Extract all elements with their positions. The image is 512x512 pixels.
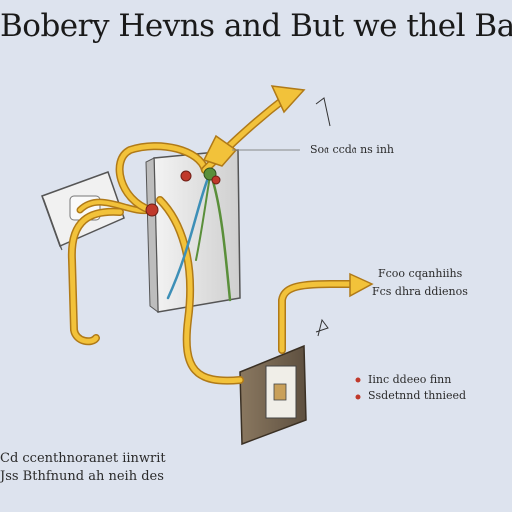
- right-arrow-icon: [349, 272, 374, 298]
- wire-connectors: [145, 167, 221, 217]
- inner-wires: [166, 175, 232, 302]
- callout-pointers: [232, 97, 361, 400]
- diagram-title: Bobery Hevns and But we thel Baslee: [0, 8, 512, 44]
- callout-low-label-1: Iinc ddeeo finn: [368, 373, 452, 386]
- callout-mid-label-2: Fcs dhra ddienos: [372, 285, 468, 298]
- callout-top-label: So𝔞 ccd𝔞 ns inh: [310, 143, 394, 156]
- panel-arrow-icon: [202, 134, 238, 167]
- callout-mid-label-1: Fcoo cqanhiihs: [378, 267, 463, 280]
- top-arrow-icon: [270, 85, 306, 114]
- bottom-caption-line-2: Jss Bthfnund ah neih des: [0, 469, 164, 484]
- yellow-wire-group: [67, 92, 356, 385]
- bottom-caption-line-1: Cd ccenthnoranet iinwrit: [0, 451, 166, 466]
- junction-box: [239, 344, 307, 446]
- callout-low-label-2: Ssdetnnd thnieed: [368, 389, 467, 402]
- switch-panel: [145, 149, 241, 314]
- arrowheads: [202, 85, 374, 298]
